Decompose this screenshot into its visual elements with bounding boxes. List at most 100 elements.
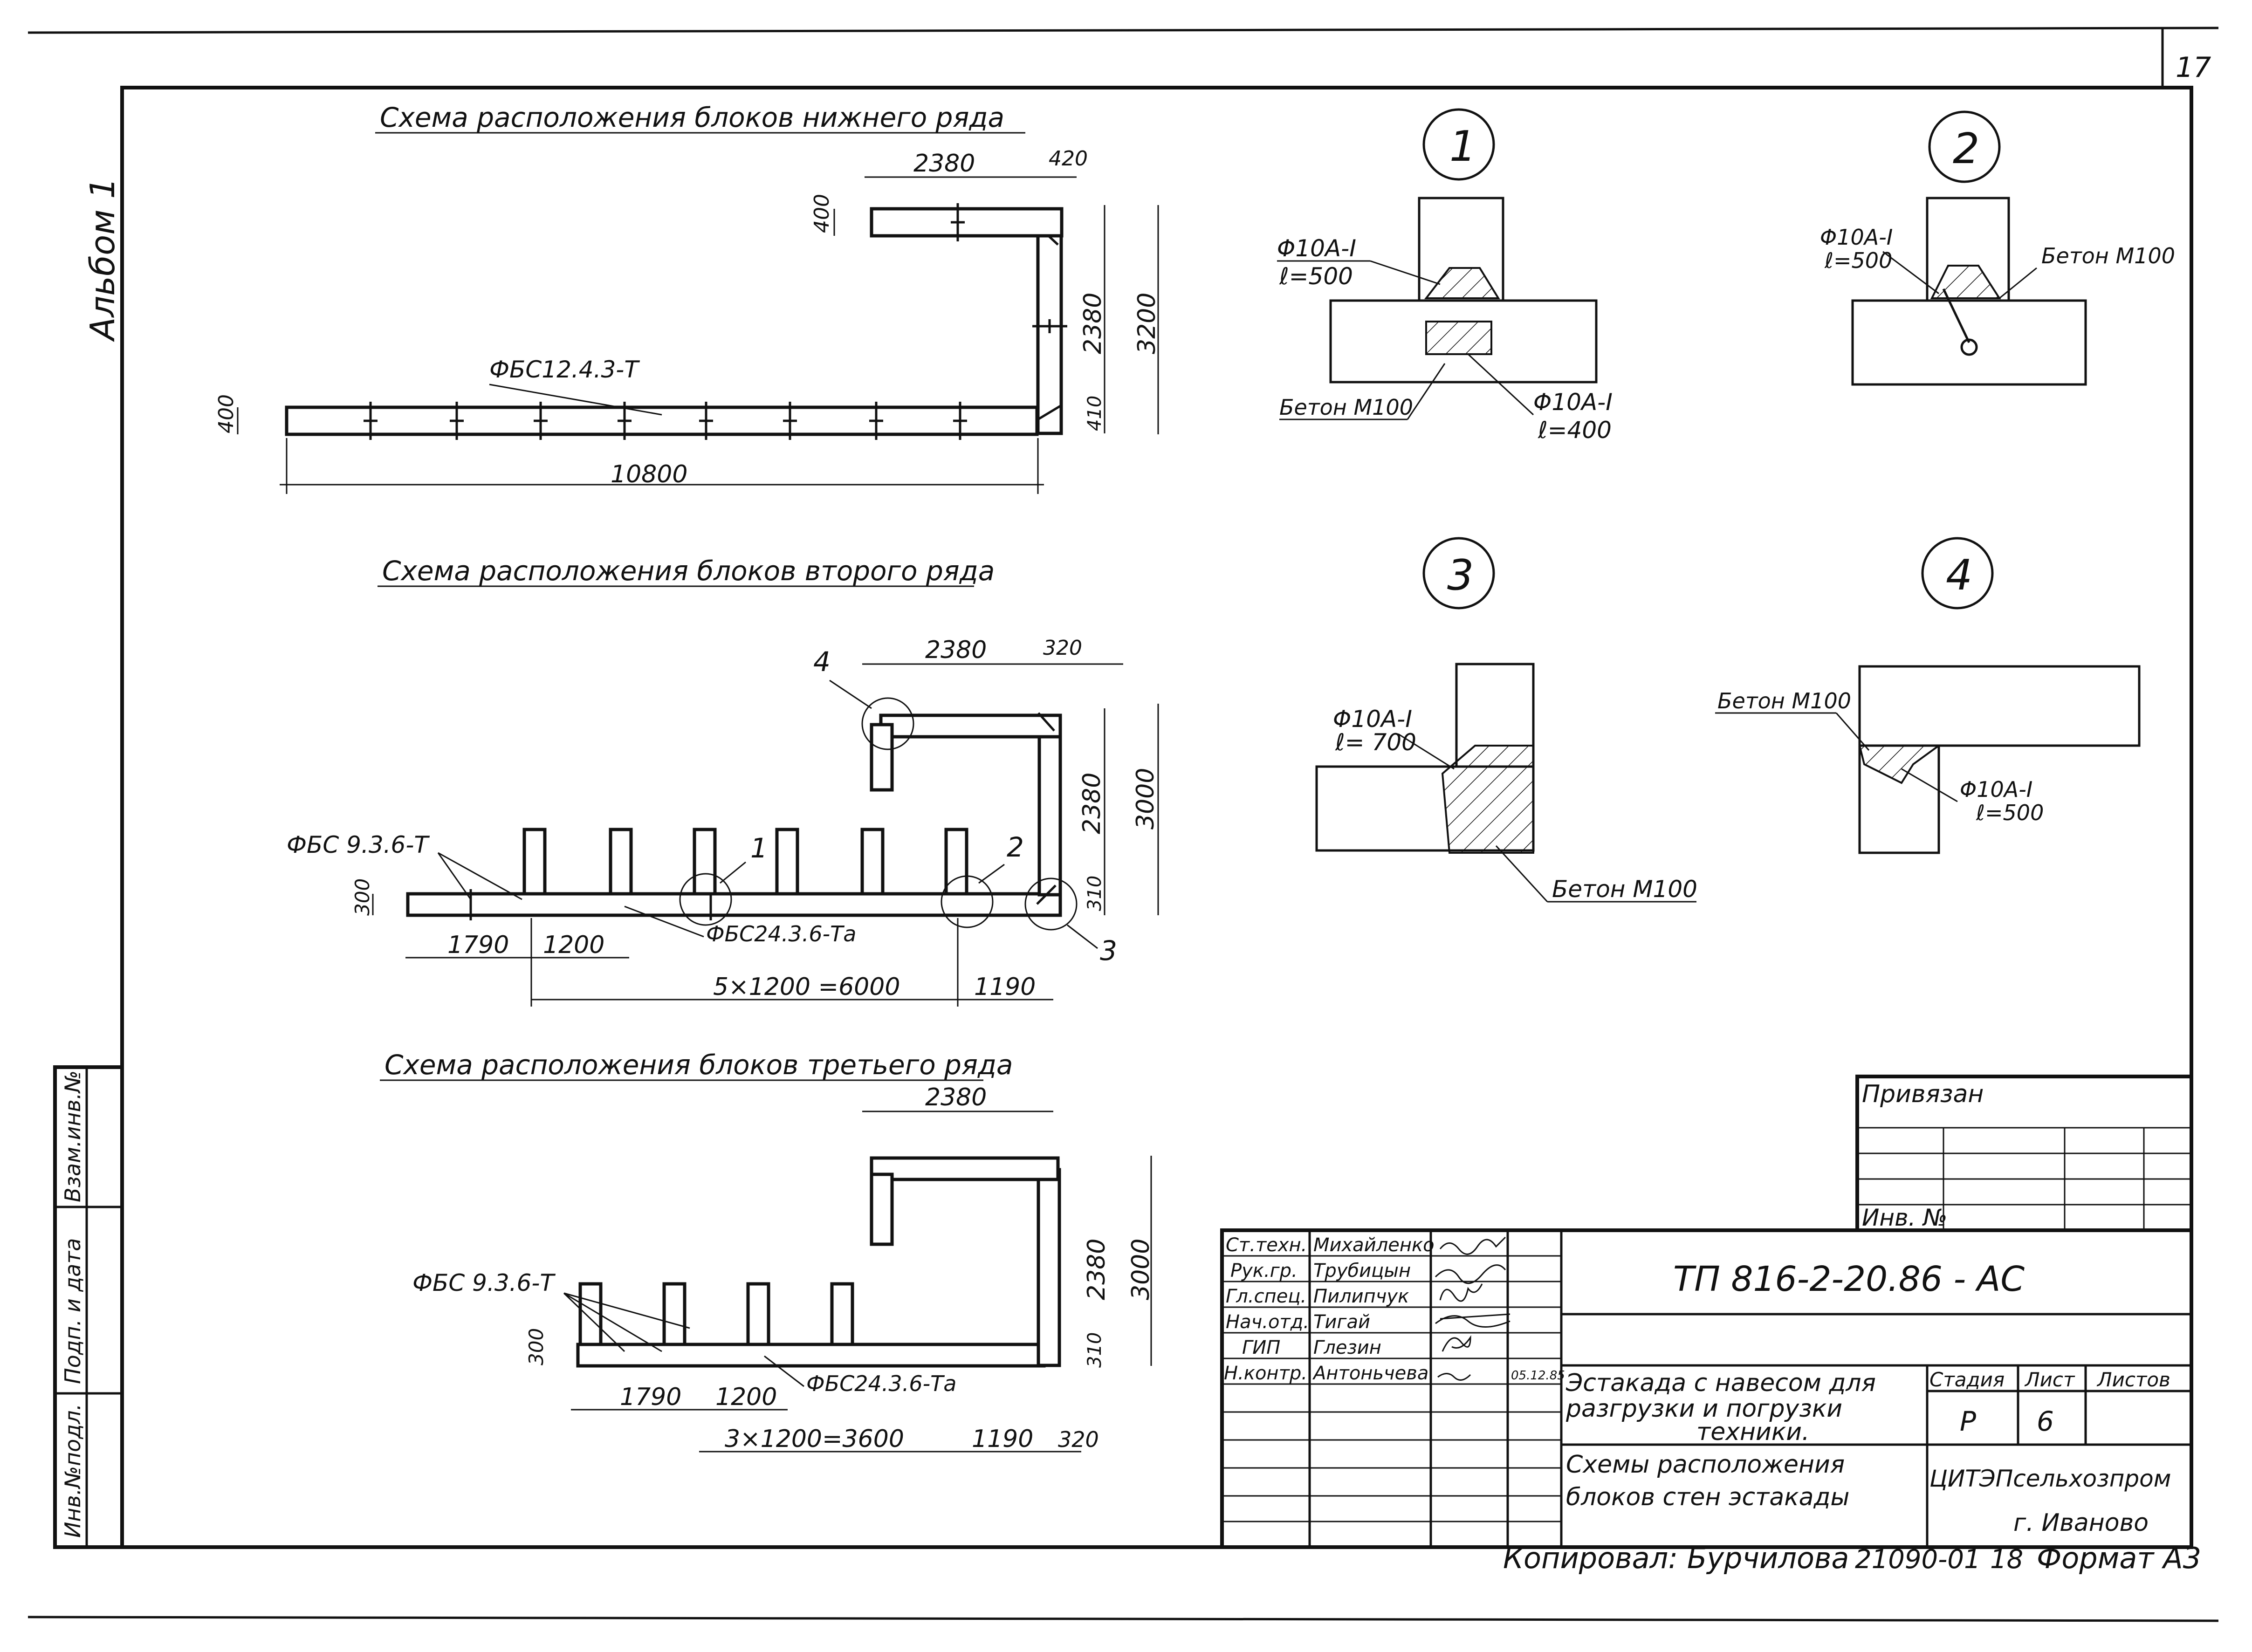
- sheet-name-1: Схемы расположения: [1566, 1451, 1845, 1479]
- footer-sheet: 18: [1990, 1544, 2023, 1575]
- row1-dim-total: 10800: [611, 460, 687, 488]
- detail-3-spacing: ℓ= 700: [1335, 729, 1416, 756]
- role-4: ГИП: [1242, 1337, 1280, 1358]
- row3-dim-d5: 320: [1058, 1427, 1099, 1452]
- detail-1-num: 1: [1449, 122, 1476, 171]
- row2-dim-side: 2380: [1078, 773, 1106, 834]
- row1-dim-top-h: 400: [810, 194, 834, 233]
- detail-1-rebar-top: Φ10А-I: [1277, 235, 1356, 262]
- row3-dim-top: 2380: [925, 1083, 987, 1111]
- row2-callout-1: 1: [750, 832, 768, 864]
- scheme-row3: Схема расположения блоков третьего ряда …: [380, 1049, 1155, 1453]
- sheet-name-2: блоков стен эстакады: [1566, 1483, 1850, 1511]
- stamp-inv-orig: Инв.№подл.: [60, 1404, 85, 1538]
- inv-no-label: Инв. №: [1862, 1204, 1947, 1231]
- row1-dim-top-end: 420: [1049, 147, 1088, 171]
- row3-label-small: ФБС 9.3.6-Т: [412, 1269, 556, 1296]
- row1-dim-top: 2380: [913, 150, 975, 178]
- detail-2-rebar: Φ10А-I: [1820, 225, 1893, 250]
- row3-dim-d4: 1190: [972, 1425, 1033, 1453]
- detail-3-concrete: Бетон М100: [1552, 876, 1697, 903]
- row2-dim-d4: 1190: [974, 973, 1036, 1001]
- detail-1-spacing-bottom: ℓ=400: [1538, 417, 1612, 444]
- row1-dim-total-h: 3200: [1133, 293, 1161, 354]
- row2-dim-block-h: 300: [351, 878, 374, 916]
- scheme-row1-title: Схема расположения блоков нижнего ряда: [380, 102, 1004, 133]
- object-name-1: Эстакада с навесом для: [1565, 1369, 1876, 1397]
- object-name-3: техники.: [1696, 1418, 1810, 1446]
- row3-label-main: ФБС24.3.6-Та: [806, 1371, 956, 1396]
- object-name-2: разгрузки и погрузки: [1565, 1395, 1842, 1423]
- footer-copied: Копировал: Бурчилова: [1503, 1541, 1849, 1575]
- detail-1-concrete: Бетон М100: [1279, 395, 1413, 420]
- privyazan-label: Привязан: [1862, 1080, 1984, 1108]
- title-block: Привязан Инв. № ТП 816-2-20.86 - АС: [1220, 1075, 2193, 1549]
- row3-dim-d1: 1790: [620, 1383, 681, 1411]
- detail-3-rebar: Φ10А-I: [1333, 706, 1412, 733]
- row2-dim-d1: 1790: [447, 931, 509, 959]
- detail-1: 1 Φ10А-I ℓ=500 Бетон М100 Φ10А-I ℓ=400: [1277, 108, 1613, 444]
- doc-code: ТП 816-2-20.86 - АС: [1673, 1259, 2025, 1299]
- role-3: Нач.отд.: [1226, 1311, 1309, 1333]
- role-1: Рук.гр.: [1230, 1260, 1298, 1282]
- name-1: Трубицын: [1313, 1260, 1411, 1282]
- stage-header: Стадия: [1929, 1368, 2005, 1391]
- row3-dim-block-h: 300: [525, 1328, 548, 1365]
- sheet-frame: 17 Альбом 1: [27, 27, 2219, 1622]
- detail-4-num: 4: [1946, 551, 1972, 600]
- footer-order: 21090-01: [1855, 1544, 1981, 1575]
- row1-dim-bottom-end: 410: [1084, 396, 1105, 431]
- scheme-row2-title: Схема расположения блоков второго ряда: [382, 555, 995, 587]
- footer-format: Формат А3: [2037, 1541, 2201, 1575]
- row2-callout-3: 3: [1100, 935, 1117, 967]
- row1-dim-left-h: 400: [214, 394, 238, 433]
- album-label: Альбом 1: [83, 178, 122, 342]
- row2-dim-d3: 5×1200 =6000: [713, 973, 900, 1001]
- stamp-sign-date: Подп. и дата: [60, 1238, 85, 1384]
- detail-3: 3 Φ10А-I ℓ= 700 Бетон М100: [1315, 537, 1697, 903]
- row2-callout-4: 4: [813, 646, 831, 678]
- role-2: Гл.спец.: [1226, 1286, 1306, 1307]
- row3-dim-total-h: 3000: [1127, 1239, 1155, 1300]
- detail-1-rebar-bottom: Φ10А-I: [1533, 389, 1613, 416]
- org-city: г. Иваново: [2013, 1509, 2149, 1537]
- org-name: ЦИТЭПсельхозпром: [1929, 1465, 2171, 1492]
- stage-value: Р: [1960, 1405, 1976, 1437]
- footer: Копировал: Бурчилова 21090-01 18 Формат …: [1503, 1541, 2201, 1575]
- row3-dim-d3: 3×1200=3600: [725, 1425, 904, 1453]
- row2-callout-2: 2: [1007, 831, 1024, 863]
- detail-4: 4 Бетон М100 Φ10А-I ℓ=500: [1715, 537, 2141, 854]
- scheme-row1: Схема расположения блоков нижнего ряда 1…: [214, 102, 1161, 494]
- name-3: Тигай: [1313, 1311, 1370, 1333]
- detail-2: 2 Φ10А-I ℓ=500 Бетон М100: [1820, 110, 2175, 386]
- row2-dim-bottom-end: 310: [1084, 876, 1105, 911]
- left-stamp: Инв.№подл. Подп. и дата Взам.инв.№: [53, 1065, 124, 1549]
- detail-2-concrete: Бетон М100: [2041, 243, 2175, 268]
- signatures: [1435, 1236, 1510, 1381]
- row2-dim-d2: 1200: [543, 931, 604, 959]
- detail-1-spacing-top: ℓ=500: [1279, 263, 1353, 290]
- detail-4-spacing: ℓ=500: [1976, 800, 2044, 825]
- scheme-row3-title: Схема расположения блоков третьего ряда: [384, 1049, 1013, 1081]
- row2-dim-total-h: 3000: [1132, 768, 1160, 829]
- row2-label-main: ФБС24.3.6-Та: [706, 921, 856, 946]
- name-4: Глезин: [1313, 1337, 1381, 1358]
- row1-block-label: ФБС12.4.3-Т: [489, 356, 640, 383]
- sheets-header: Листов: [2096, 1368, 2170, 1391]
- row2-label-small: ФБС 9.3.6-Т: [287, 831, 430, 858]
- sheet-header: Лист: [2024, 1368, 2075, 1391]
- detail-2-spacing: ℓ=500: [1824, 248, 1892, 273]
- row2-dim-top-end: 320: [1043, 636, 1082, 660]
- sheet-no-value: 6: [2037, 1405, 2054, 1437]
- name-2: Пилипчук: [1313, 1286, 1409, 1307]
- row3-dim-bottom-end: 310: [1084, 1332, 1105, 1368]
- row3-dim-d2: 1200: [715, 1383, 777, 1411]
- name-0: Михайленко: [1313, 1234, 1435, 1256]
- row2-dim-top: 2380: [925, 636, 987, 664]
- detail-3-num: 3: [1447, 551, 1474, 600]
- page-number: 17: [2176, 51, 2211, 84]
- role-0: Ст.техн.: [1226, 1234, 1307, 1256]
- detail-2-num: 2: [1953, 124, 1979, 173]
- detail-4-concrete: Бетон М100: [1717, 688, 1851, 713]
